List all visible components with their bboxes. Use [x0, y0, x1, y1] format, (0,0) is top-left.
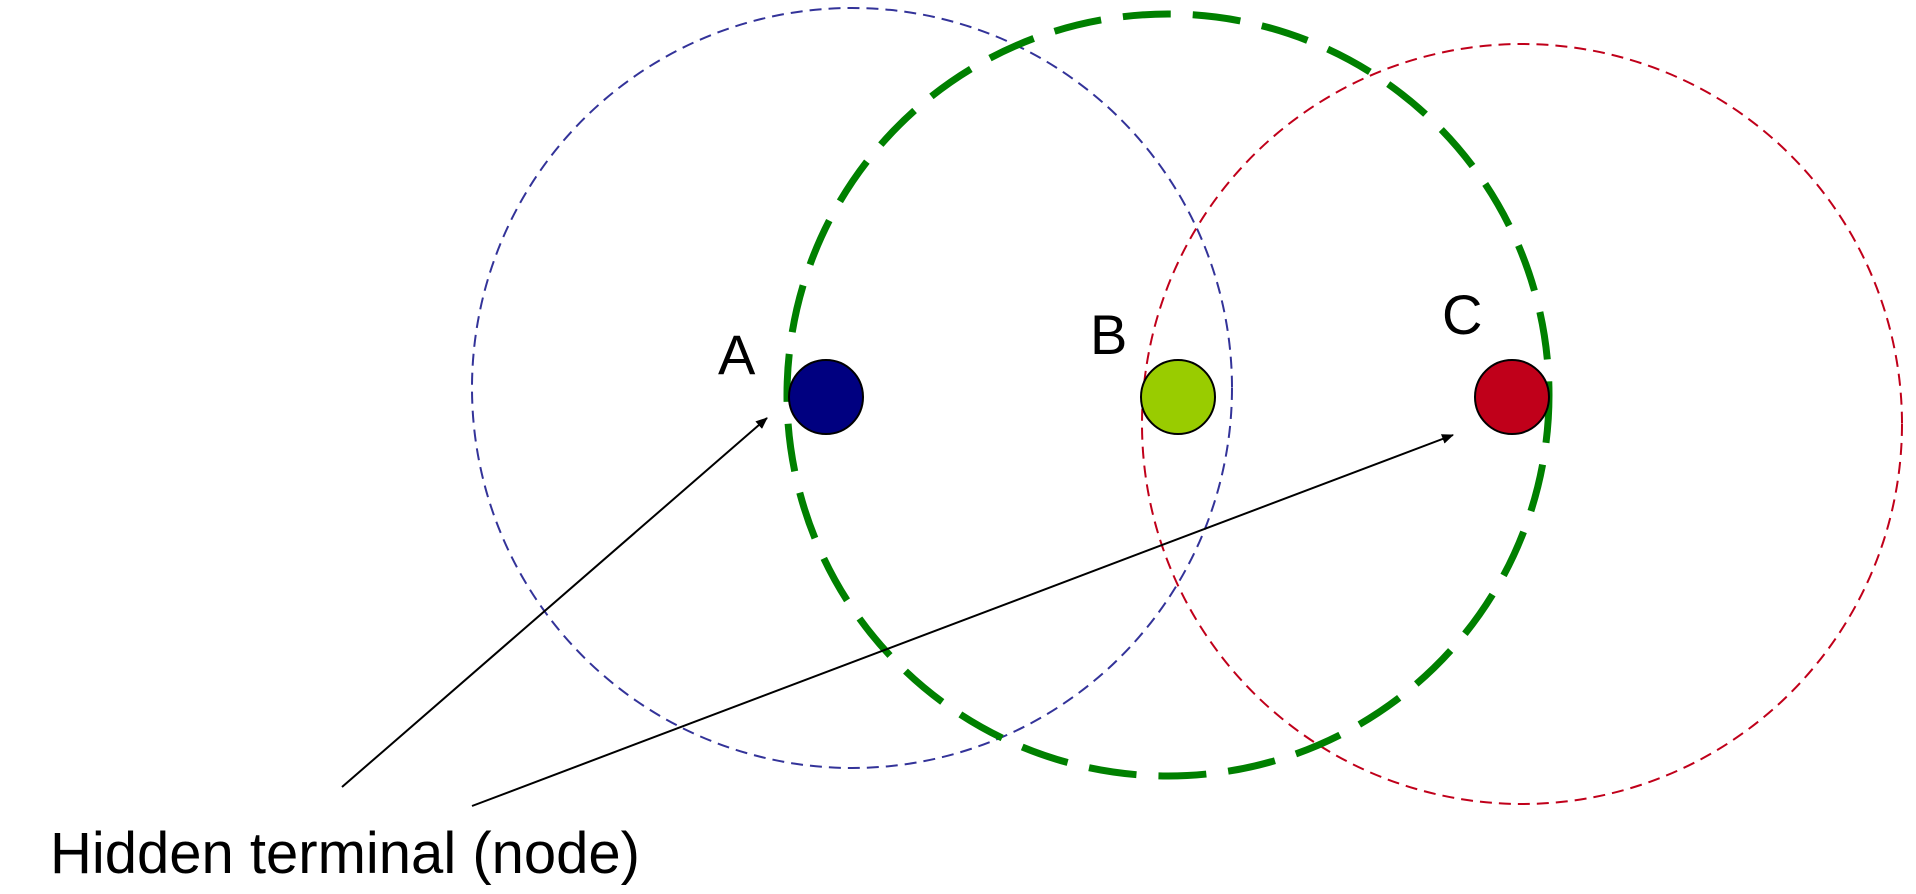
node-label-c: C	[1442, 283, 1482, 346]
node-label-a: A	[718, 323, 756, 386]
node-c	[1474, 359, 1550, 435]
node-b	[1140, 359, 1216, 435]
arrow-to-a	[341, 417, 768, 788]
range-circle-c	[1141, 43, 1903, 805]
hidden-terminal-caption: Hidden terminal (node)	[50, 821, 640, 886]
range-circle-a	[471, 7, 1233, 769]
arrow-to-c	[471, 434, 1454, 807]
node-label-b: B	[1090, 303, 1127, 366]
node-a	[788, 359, 864, 435]
